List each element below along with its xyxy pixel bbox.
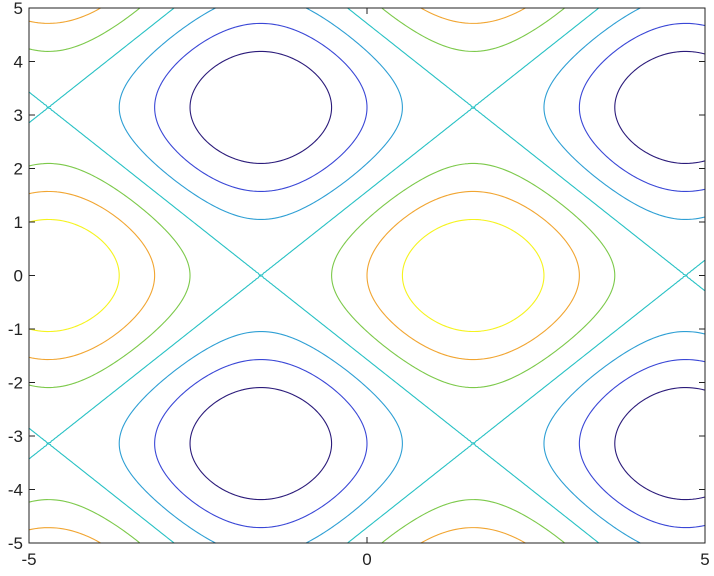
contour-level-4 <box>28 7 616 544</box>
axis-ticks: -5 0 5 -5 -4 -3 -2 -1 0 1 2 3 4 5 <box>8 0 710 569</box>
contour-level-1 <box>154 22 706 529</box>
y-tick-label: -2 <box>8 374 23 393</box>
contour-level-0 <box>189 50 706 501</box>
y-tick-label: -1 <box>8 320 23 339</box>
y-tick-label: -5 <box>8 534 23 553</box>
y-tick-label: 3 <box>14 106 23 125</box>
contour-level-2 <box>118 7 706 544</box>
y-tick-label: 0 <box>14 267 23 286</box>
x-tick-label: 5 <box>700 550 709 569</box>
contour-level-5 <box>28 7 580 544</box>
x-tick-label: 0 <box>362 550 371 569</box>
x-tick-label: -5 <box>21 550 36 569</box>
contour-level-3 <box>28 7 706 544</box>
y-tick-label: 1 <box>14 213 23 232</box>
y-tick-label: 4 <box>14 53 23 72</box>
y-tick-label: 2 <box>14 160 23 179</box>
contour-level-6 <box>28 218 545 333</box>
y-tick-label: -4 <box>8 481 23 500</box>
y-tick-label: 5 <box>14 0 23 18</box>
y-tick-label: -3 <box>8 427 23 446</box>
contour-lines <box>28 7 706 544</box>
